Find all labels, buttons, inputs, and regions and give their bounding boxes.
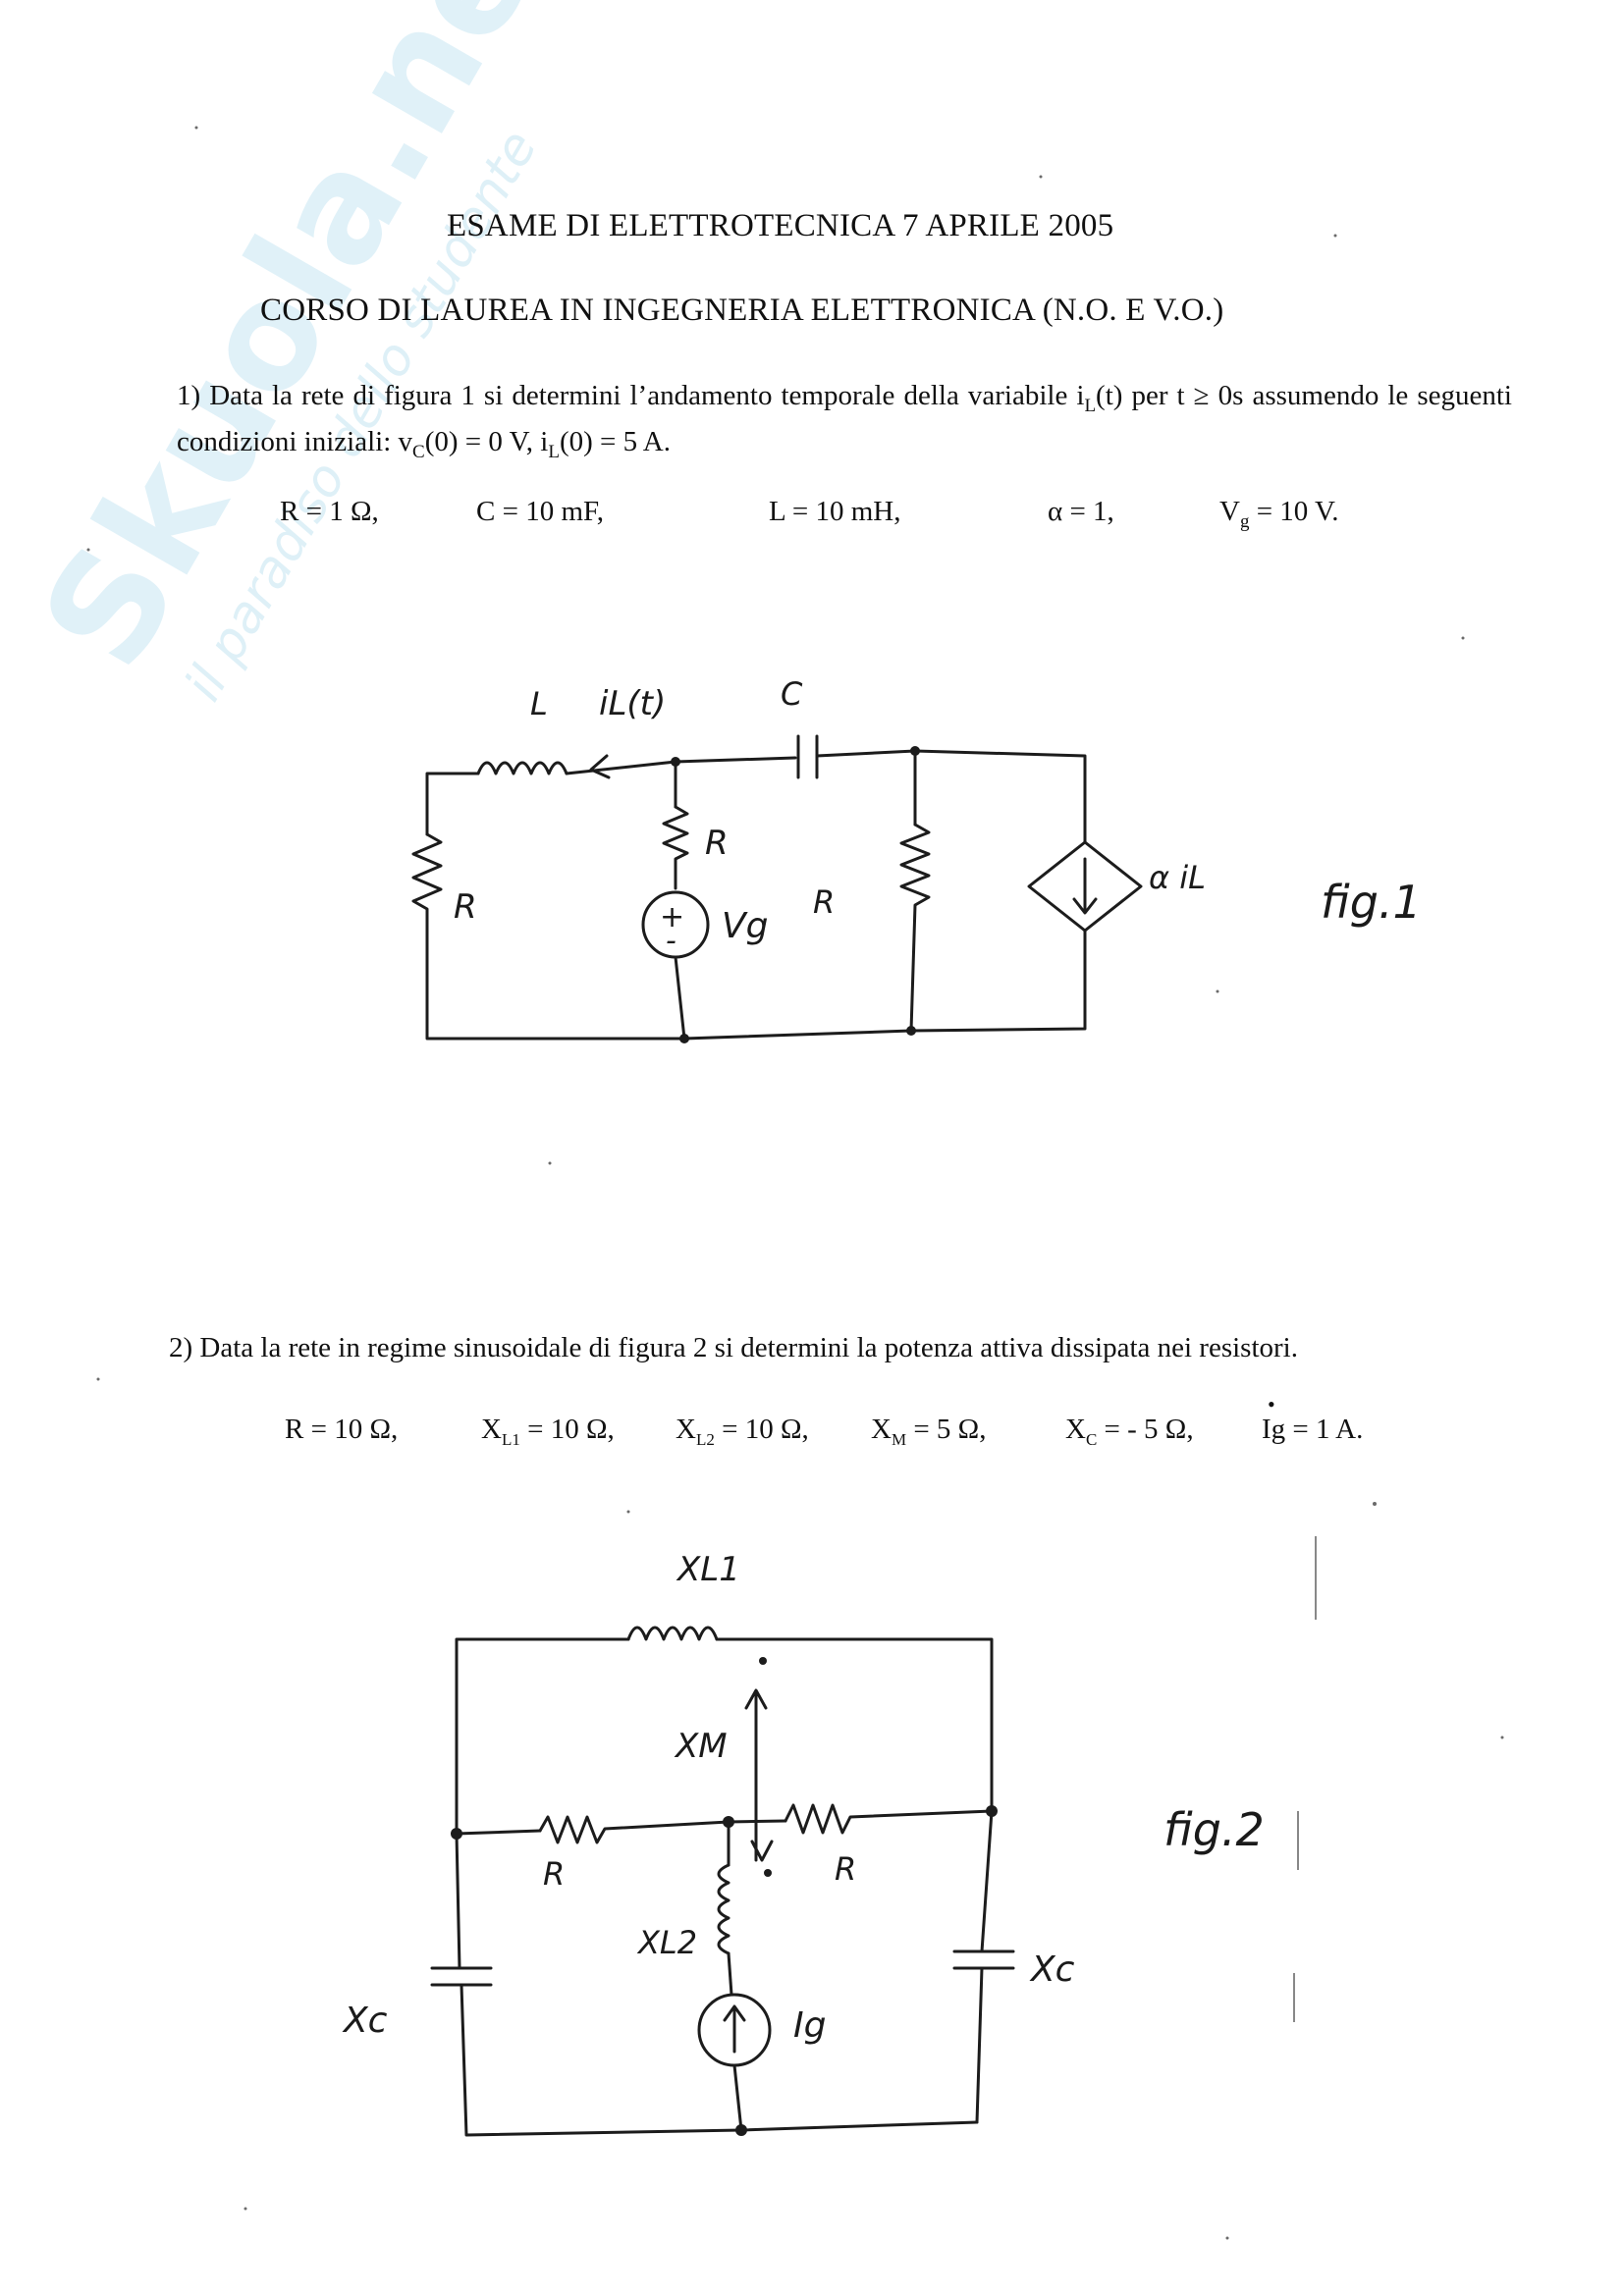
capacitor-xc-right xyxy=(952,1949,1015,1970)
param-xc: XC = - 5 Ω, xyxy=(1065,1414,1194,1449)
page-title: ESAME DI ELETTROTECNICA 7 APRILE 2005 xyxy=(447,208,1114,243)
label-r-middle: R xyxy=(705,824,729,863)
inductor-l xyxy=(476,761,568,775)
param-r: R = 1 Ω, xyxy=(280,496,379,527)
label-r2-left: R xyxy=(543,1855,565,1893)
label-xc-right: Xc xyxy=(1029,1949,1075,1990)
label-alpha-il: α iL xyxy=(1149,859,1206,896)
problem-2-params: R = 10 Ω, XL1 = 10 Ω, XL2 = 10 Ω, XM = 5… xyxy=(285,1392,1561,1453)
inductor-xl2 xyxy=(717,1863,730,1955)
problem-2-text: 2) Data la rete in regime sinusoidale di… xyxy=(169,1332,1298,1363)
resistor-r2-left xyxy=(538,1815,730,1844)
param-r2: R = 10 Ω, xyxy=(285,1414,399,1445)
label-xm: XM xyxy=(674,1727,728,1766)
label-xl1: XL1 xyxy=(676,1550,740,1589)
param-vg: Vg = 10 V. xyxy=(1219,496,1339,532)
label-vg: Vg xyxy=(722,906,768,946)
wire-bottom xyxy=(425,950,1087,1041)
svg-text:+: + xyxy=(660,900,684,934)
label-c: C xyxy=(781,675,803,713)
param-c: C = 10 mF, xyxy=(476,496,605,527)
page-subtitle: CORSO DI LAUREA IN INGEGNERIA ELETTRONIC… xyxy=(260,293,1224,328)
label-r2-right: R xyxy=(835,1850,856,1888)
param-xl2: XL2 = 10 Ω, xyxy=(676,1414,809,1449)
label-xl2: XL2 xyxy=(636,1924,697,1961)
label-l: L xyxy=(530,685,548,722)
param-xl1: XL1 = 10 Ω, xyxy=(481,1414,615,1449)
label-r-right: R xyxy=(813,883,835,921)
param-alpha: α = 1, xyxy=(1048,496,1114,527)
label-r-left: R xyxy=(454,887,477,927)
param-l: L = 10 mH, xyxy=(769,496,901,527)
caption-fig-2: fig.2 xyxy=(1163,1803,1265,1856)
resistor-r-right xyxy=(899,823,931,1033)
wire-top-left xyxy=(425,772,480,836)
figure-1-circuit: + - L iL(t) C R R R Vg α iL fig.1 xyxy=(86,126,1465,1165)
inductor-xl1 xyxy=(626,1626,719,1641)
svg-text:-: - xyxy=(666,924,676,958)
resistor-r-left xyxy=(411,832,443,1033)
param-ig: •Ig = 1 A. xyxy=(1262,1392,1364,1445)
capacitor-xc-left xyxy=(430,1966,493,1987)
label-xc-left: Xc xyxy=(342,2001,388,2041)
problem-1-text: 1) Data la rete di figura 1 si determini… xyxy=(177,380,1512,462)
current-arrow-il xyxy=(589,754,611,779)
param-xm: XM = 5 Ω, xyxy=(871,1414,987,1449)
caption-fig-1: fig.1 xyxy=(1321,876,1422,929)
problem-1-params: R = 1 Ω, C = 10 mF, L = 10 mH, α = 1, Vg… xyxy=(280,496,1556,535)
label-ig: Ig xyxy=(793,2005,826,2046)
label-il: iL(t) xyxy=(599,684,666,723)
resistor-r2-right xyxy=(784,1803,994,1835)
resistor-r-middle xyxy=(662,805,689,890)
